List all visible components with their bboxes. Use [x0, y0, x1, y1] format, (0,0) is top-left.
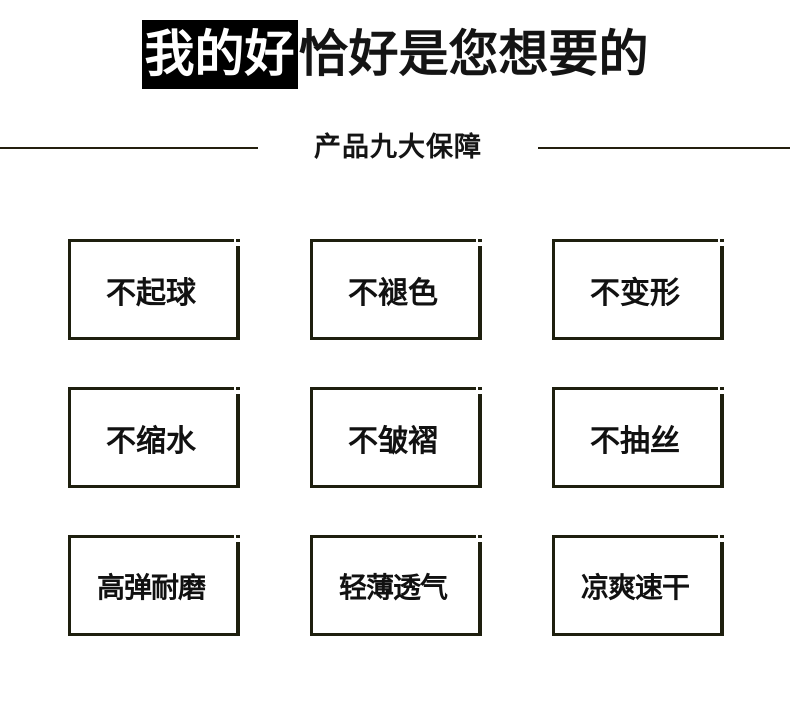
feature-box-accent-line: [478, 246, 482, 340]
feature-box-accent-line: [236, 246, 240, 340]
feature-grid: 不起球 不褪色 不变形不缩水 不皱褶 不抽丝高弹耐磨 轻薄透气 凉爽速干: [68, 239, 724, 636]
feature-box-corner-dash: [478, 387, 482, 390]
title-line: 我的好恰好是您想要的: [141, 20, 649, 89]
feature-box-corner-dash: [236, 387, 240, 390]
feature-box-frame: [552, 387, 718, 488]
feature-box: 不褪色: [310, 239, 482, 340]
feature-box-corner-dash: [720, 535, 724, 538]
feature-box-bottom-stub: [716, 633, 724, 636]
feature-box: 轻薄透气: [310, 535, 482, 636]
subtitle-text: 产品九大保障: [314, 132, 482, 163]
feature-label: 不抽丝: [590, 423, 680, 459]
feature-box-corner-dash: [236, 239, 240, 242]
feature-box-frame: [310, 387, 476, 488]
feature-box-bottom-stub: [232, 337, 240, 340]
feature-label: 不起球: [106, 275, 196, 311]
feature-box-frame: [310, 239, 476, 340]
feature-box-frame: [310, 535, 476, 636]
feature-box-bottom-stub: [474, 633, 482, 636]
feature-box-accent-line: [720, 394, 724, 488]
feature-box-accent-line: [720, 246, 724, 340]
feature-box-accent-line: [236, 542, 240, 636]
feature-label: 凉爽速干: [580, 570, 690, 604]
feature-box: 不起球: [68, 239, 240, 340]
feature-box-frame: [552, 239, 718, 340]
feature-box-bottom-stub: [232, 633, 240, 636]
feature-box-corner-dash: [236, 535, 240, 538]
subtitle-row: 产品九大保障: [0, 128, 790, 168]
title-rest: 恰好是您想要的: [298, 25, 649, 83]
feature-box-bottom-stub: [474, 337, 482, 340]
feature-box-corner-dash: [720, 239, 724, 242]
feature-label: 高弹耐磨: [96, 570, 206, 604]
feature-box: 凉爽速干: [552, 535, 724, 636]
feature-box-corner-dash: [478, 239, 482, 242]
divider-right: [538, 147, 790, 149]
page-title: 我的好恰好是您想要的: [0, 20, 790, 89]
feature-box-bottom-stub: [716, 485, 724, 488]
feature-box-bottom-stub: [716, 337, 724, 340]
feature-box-frame: [68, 239, 234, 340]
feature-box-frame: [68, 535, 234, 636]
feature-box-accent-line: [478, 542, 482, 636]
divider-left: [0, 147, 258, 149]
feature-box-corner-dash: [720, 387, 724, 390]
feature-box-frame: [552, 535, 718, 636]
feature-box-frame: [68, 387, 234, 488]
feature-box: 不皱褶: [310, 387, 482, 488]
feature-box: 不变形: [552, 239, 724, 340]
feature-label: 不皱褶: [348, 423, 438, 459]
title-highlight: 我的好: [141, 20, 298, 89]
feature-box-bottom-stub: [232, 485, 240, 488]
feature-label: 不变形: [590, 275, 680, 311]
feature-box-accent-line: [478, 394, 482, 488]
feature-box-accent-line: [720, 542, 724, 636]
feature-box: 不缩水: [68, 387, 240, 488]
feature-label: 轻薄透气: [338, 570, 448, 604]
feature-label: 不褪色: [348, 275, 438, 311]
feature-box-corner-dash: [478, 535, 482, 538]
feature-label: 不缩水: [106, 423, 196, 459]
feature-box-accent-line: [236, 394, 240, 488]
feature-box: 高弹耐磨: [68, 535, 240, 636]
feature-box: 不抽丝: [552, 387, 724, 488]
feature-box-bottom-stub: [474, 485, 482, 488]
